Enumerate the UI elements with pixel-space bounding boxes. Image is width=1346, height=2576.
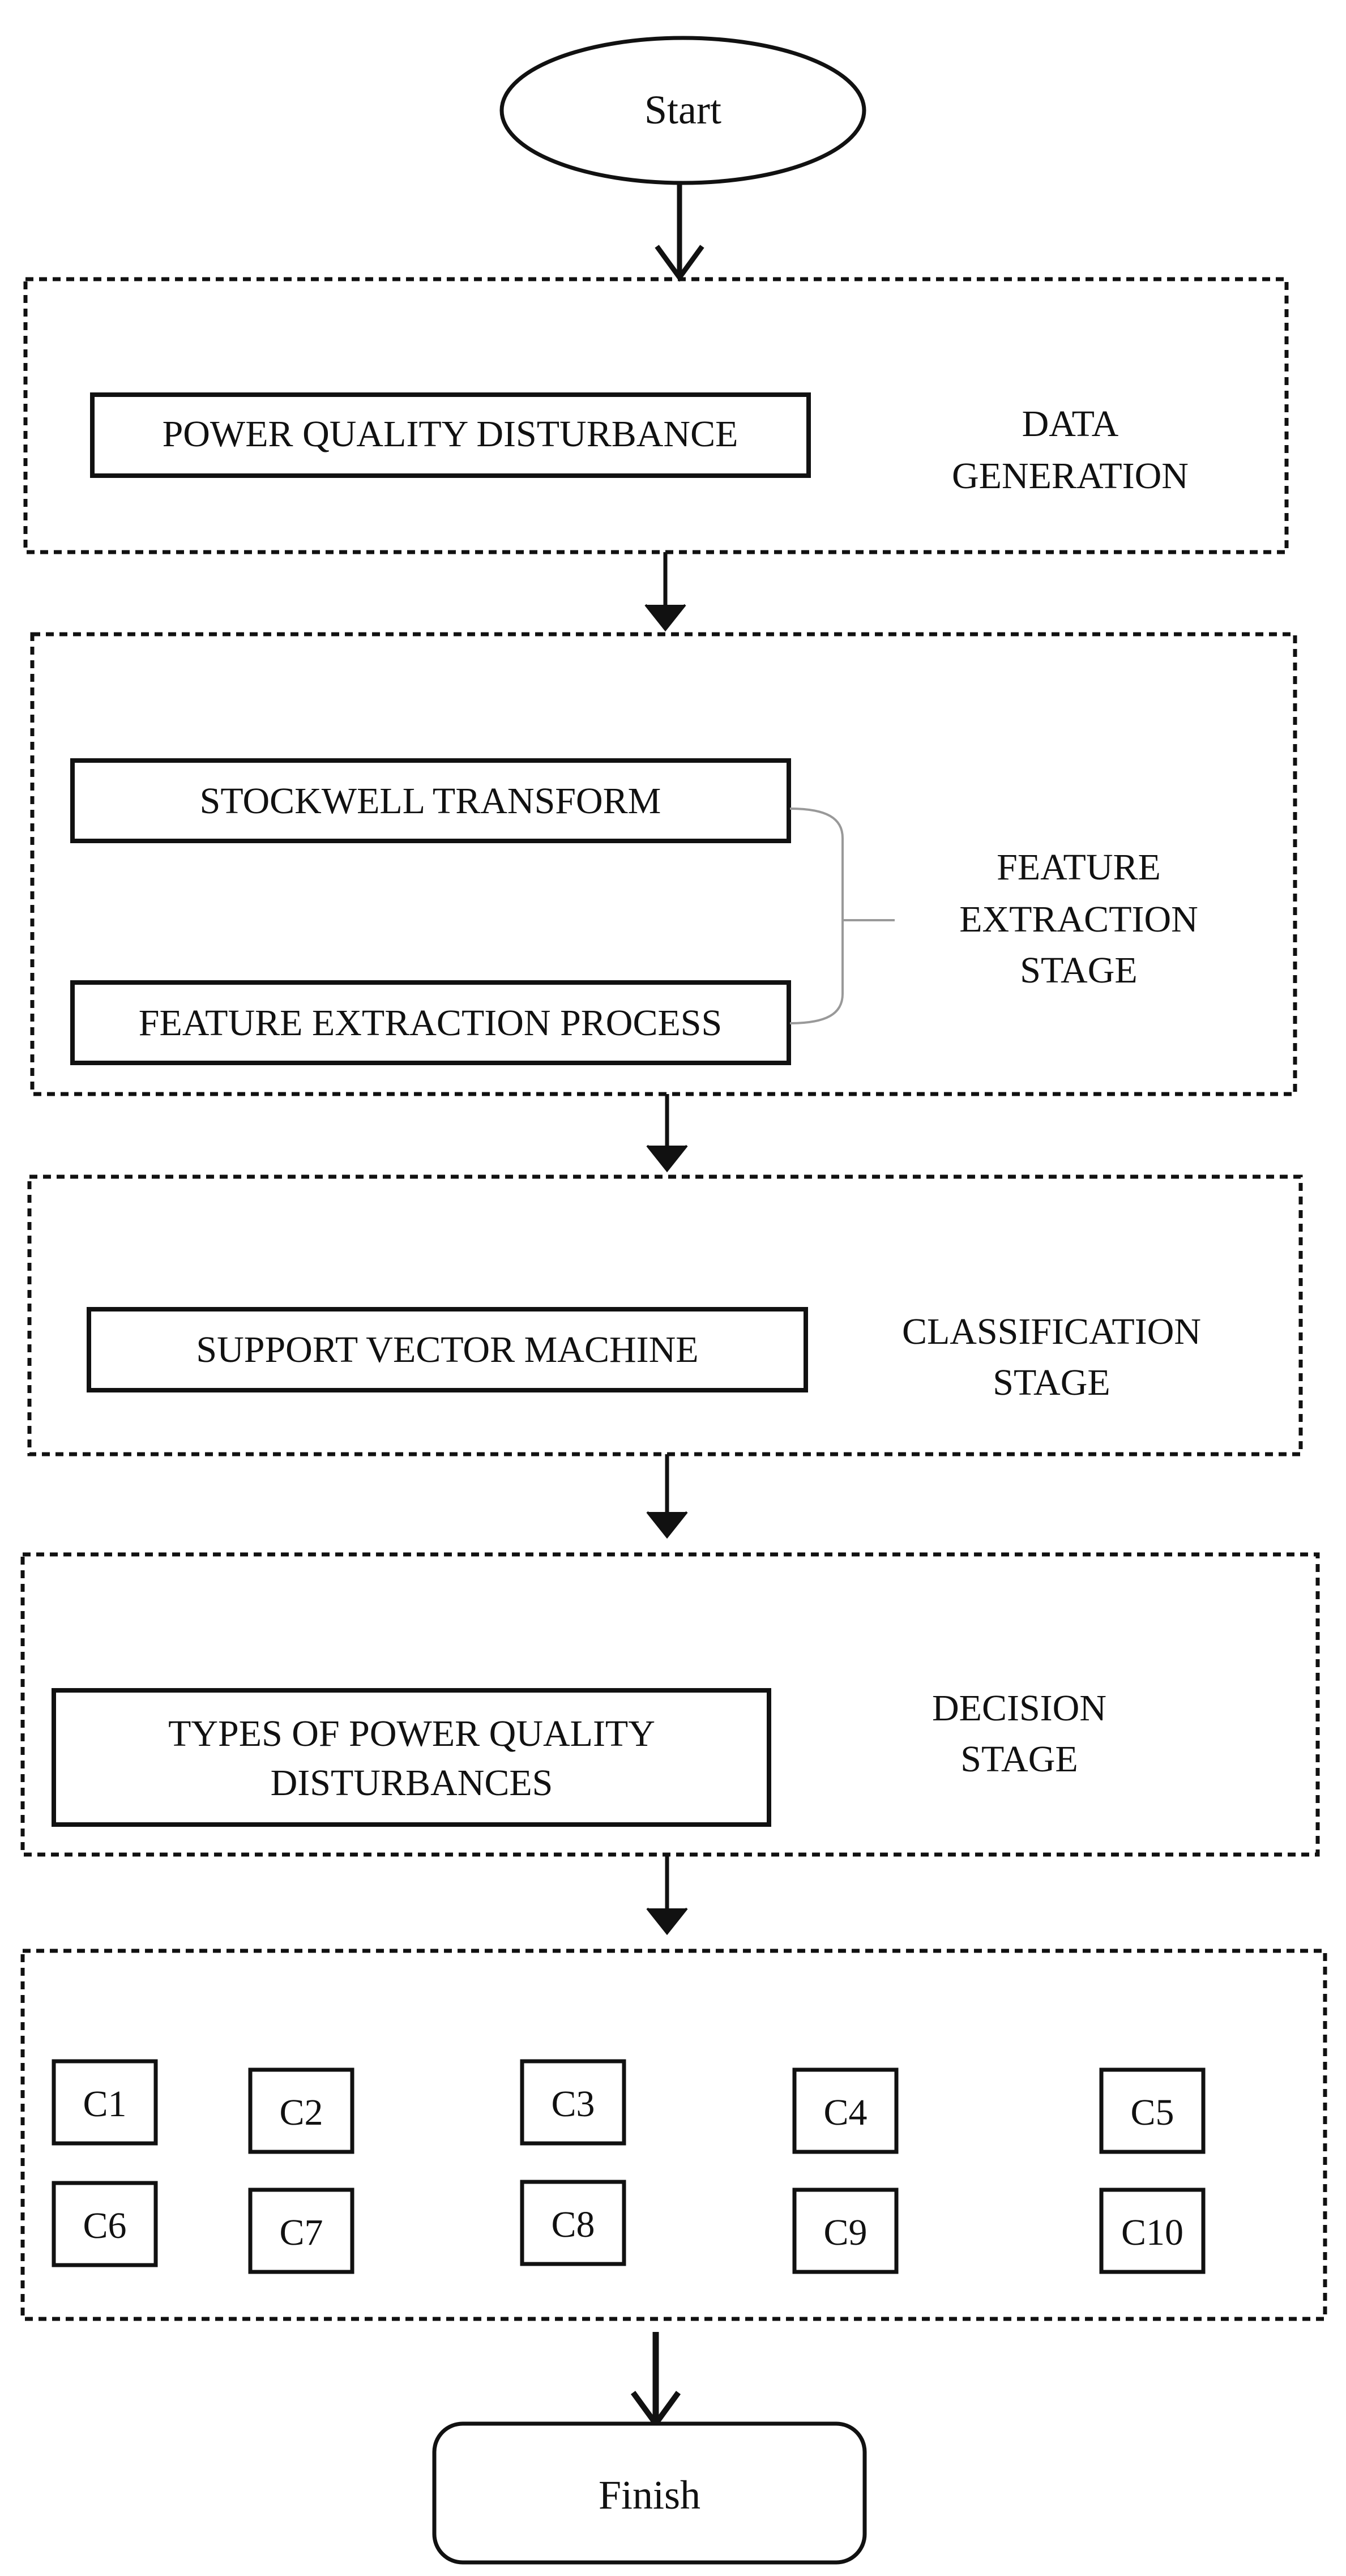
classes-stage: C1 C2 C3 C4 C5 C6 C7 C8 <box>20 1949 1327 2321</box>
types-of-disturbances-line-2: DISTURBANCES <box>271 1762 553 1804</box>
stage-name-line-1: FEATURE <box>997 847 1161 888</box>
stage-name-line-2: GENERATION <box>952 455 1189 497</box>
start-label: Start <box>644 87 721 133</box>
stage-name-line-2: STAGE <box>993 1362 1110 1403</box>
feature-extraction-process-label: FEATURE EXTRACTION PROCESS <box>139 1002 722 1044</box>
feature-extraction-stage: STOCKWELL TRANSFORM FEATURE EXTRACTION P… <box>30 632 1297 1096</box>
class-label: C1 <box>83 2083 126 2125</box>
data-generation-stage: POWER QUALITY DISTURBANCE DATA GENERATIO… <box>23 277 1289 554</box>
stage-name-line-2: STAGE <box>960 1738 1078 1780</box>
stage-name-line-1: DATA <box>1022 403 1119 445</box>
class-label: C9 <box>823 2212 867 2253</box>
class-box-c1: C1 <box>52 2059 158 2146</box>
stockwell-transform-label: STOCKWELL TRANSFORM <box>200 780 661 822</box>
class-label: C10 <box>1121 2212 1183 2253</box>
stockwell-transform-box <box>70 758 791 843</box>
class-box-c7: C7 <box>248 2188 354 2274</box>
start-node: Start <box>499 36 866 185</box>
class-box-c2: C2 <box>248 2067 354 2154</box>
stage-frame <box>20 1949 1327 2321</box>
arrowhead-icon <box>646 1144 688 1173</box>
feature-extraction-process-box <box>70 980 791 1065</box>
power-quality-disturbance-label: POWER QUALITY DISTURBANCE <box>163 413 738 455</box>
class-box-c3: C3 <box>520 2059 626 2146</box>
class-label: C8 <box>551 2204 595 2245</box>
class-label: C4 <box>823 2092 867 2133</box>
grouping-bracket <box>789 808 844 1024</box>
stage-frame <box>20 1552 1320 1857</box>
arrowhead-icon <box>646 1511 688 1539</box>
types-of-disturbances-box <box>52 1688 771 1827</box>
finish-label: Finish <box>599 2472 700 2518</box>
class-label: C5 <box>1130 2092 1174 2133</box>
class-box-c6: C6 <box>52 2181 158 2267</box>
class-label: C7 <box>279 2212 323 2253</box>
power-quality-disturbance-box <box>90 392 811 478</box>
stage-name-line-3: STAGE <box>1020 950 1137 991</box>
stage-name-line-2: EXTRACTION <box>959 899 1198 940</box>
support-vector-machine-box <box>87 1307 808 1392</box>
stage-name-line-1: DECISION <box>932 1688 1106 1729</box>
class-box-c10: C10 <box>1099 2188 1206 2274</box>
class-box-c5: C5 <box>1099 2067 1206 2154</box>
arrowhead-icon <box>646 1907 688 1936</box>
class-label: C6 <box>83 2205 126 2246</box>
stage-frame <box>30 632 1297 1096</box>
class-box-c4: C4 <box>792 2067 899 2154</box>
stage-name-line-1: CLASSIFICATION <box>902 1311 1201 1352</box>
classification-stage: SUPPORT VECTOR MACHINE CLASSIFICATION ST… <box>27 1174 1303 1456</box>
stage-frame <box>23 277 1289 554</box>
types-of-disturbances-line-1: TYPES OF POWER QUALITY <box>168 1713 655 1754</box>
arrowhead-icon <box>644 604 686 632</box>
finish-node: Finish <box>432 2421 867 2565</box>
class-box-c9: C9 <box>792 2188 899 2274</box>
support-vector-machine-label: SUPPORT VECTOR MACHINE <box>196 1329 698 1370</box>
class-label: C3 <box>551 2083 595 2125</box>
class-label: C2 <box>279 2092 323 2133</box>
class-box-c8: C8 <box>520 2180 626 2266</box>
decision-stage: TYPES OF POWER QUALITY DISTURBANCES DECI… <box>20 1552 1320 1857</box>
